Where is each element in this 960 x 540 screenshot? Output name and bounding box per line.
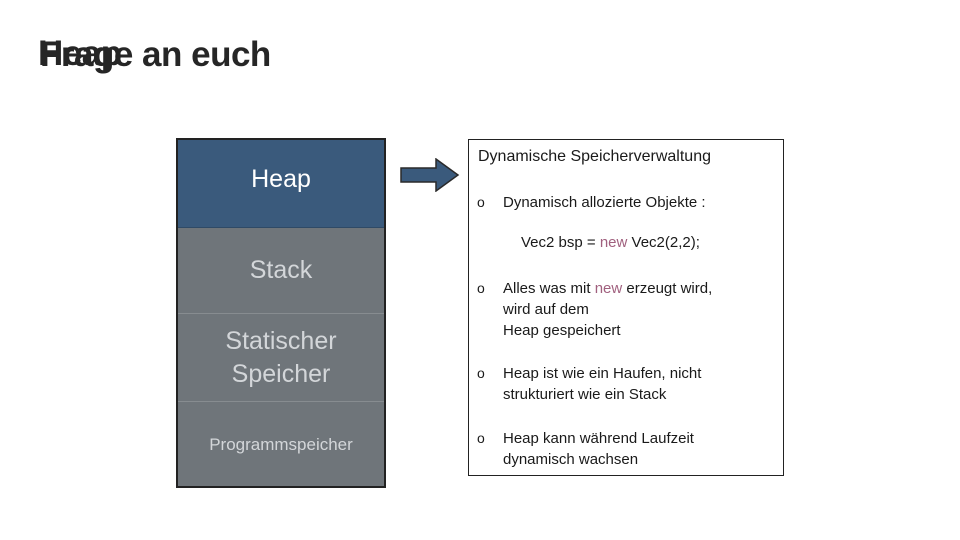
right-arrow-icon <box>400 158 460 192</box>
slide-title: Heap Frage an euch <box>38 34 338 78</box>
static-memory-label-line2: Speicher <box>231 359 331 388</box>
bullet: o <box>477 430 485 446</box>
dynamic-memory-textbox: Dynamische Speicherverwaltung o Dynamisc… <box>468 139 784 476</box>
code-text: Vec2(2,2); <box>627 234 700 251</box>
static-memory-label-line1: Statischer <box>225 326 337 355</box>
stack-label: Stack <box>249 256 313 284</box>
title-layer-heap: Heap <box>38 34 122 73</box>
heap-label: Heap <box>251 165 311 193</box>
program-memory-segment: Programmspeicher <box>178 402 384 486</box>
title-layer-frage: Frage an euch <box>40 35 271 74</box>
item-text-line: strukturiert wie ein Stack <box>503 386 667 403</box>
bullet: o <box>477 365 485 381</box>
item-text: Heap kann während Laufzeit dynamisch wach… <box>503 428 773 470</box>
item-text: Alles was mit new erzeugt wird, wird auf … <box>503 278 773 341</box>
bullet: o <box>477 280 485 296</box>
textbox-title: Dynamische Speicherverwaltung <box>478 148 711 165</box>
program-memory-label: Programmspeicher <box>209 435 353 454</box>
bullet: o <box>477 194 485 210</box>
item-text-line: Heap ist wie ein Haufen, nicht <box>503 365 702 382</box>
code-example: Vec2 bsp = new Vec2(2,2); <box>521 234 700 251</box>
code-text: Vec2 bsp = <box>521 234 600 251</box>
item-text-line: Heap gespeichert <box>503 322 621 339</box>
item-text: Dynamisch allozierte Objekte : <box>503 194 706 211</box>
stack-segment: Stack <box>178 228 384 314</box>
item-text: Heap ist wie ein Haufen, nicht strukturie… <box>503 363 773 405</box>
item-text-part: erzeugt wird, <box>622 280 713 297</box>
heap-segment: Heap <box>178 140 384 228</box>
item-text-line: dynamisch wachsen <box>503 451 639 468</box>
item-keyword: new <box>594 280 623 297</box>
item-text-line: Heap kann während Laufzeit <box>503 430 694 447</box>
item-text-line: wird auf dem <box>503 301 589 318</box>
item-text-part: Alles was mit <box>503 280 595 297</box>
code-keyword: new <box>599 234 628 251</box>
